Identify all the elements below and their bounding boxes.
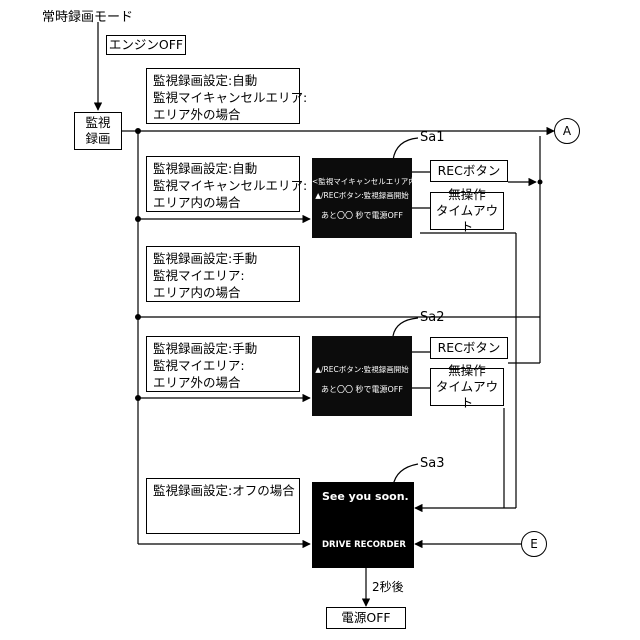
condition-line: 監視録画設定:オフの場合 bbox=[153, 482, 293, 499]
sa3-line: DRIVE RECORDER bbox=[312, 540, 424, 550]
timeout-box-2: 無操作 タイムアウト bbox=[430, 368, 504, 406]
monitor-record-line: 監視 bbox=[85, 115, 110, 131]
connector-label: E bbox=[530, 537, 538, 551]
condition-line: 監視録画設定:自動 bbox=[153, 72, 293, 89]
condition-line: エリア外の場合 bbox=[153, 374, 293, 391]
condition-line: 監視マイキャンセルエリア: bbox=[153, 89, 293, 106]
sa2-callout bbox=[393, 318, 418, 336]
sa3-line: See you soon. bbox=[312, 490, 424, 503]
monitor-record-line: 録画 bbox=[85, 131, 110, 147]
rec-button-label: RECボタン bbox=[438, 163, 501, 179]
condition-line: エリア内の場合 bbox=[153, 194, 293, 211]
rec-button-label: RECボタン bbox=[438, 340, 501, 356]
sa3-label: Sa3 bbox=[420, 456, 445, 471]
sa2-line: ▲/RECボタン:監視録画開始 bbox=[312, 364, 412, 375]
timeout-line: 無操作 bbox=[448, 363, 486, 379]
junction-dot bbox=[538, 180, 543, 185]
sa1-line: ▲/RECボタン:監視録画開始 bbox=[312, 190, 412, 201]
timeout-line: タイムアウト bbox=[431, 203, 503, 235]
sa1-screen: <監視マイキャンセルエリア内> ▲/RECボタン:監視録画開始 あと〇〇 秒で電… bbox=[312, 158, 412, 238]
engine-off-label: エンジンOFF bbox=[109, 37, 183, 53]
condition-line: エリア外の場合 bbox=[153, 106, 293, 123]
connector-a: A bbox=[554, 118, 580, 144]
junction-dot bbox=[135, 395, 141, 401]
condition-line: 監視録画設定:自動 bbox=[153, 160, 293, 177]
timeout-box-1: 無操作 タイムアウト bbox=[430, 192, 504, 230]
condition-auto-inside: 監視録画設定:自動 監視マイキャンセルエリア: エリア内の場合 bbox=[146, 156, 300, 212]
condition-line: エリア内の場合 bbox=[153, 284, 293, 301]
condition-off: 監視録画設定:オフの場合 bbox=[146, 478, 300, 534]
after-2s-label: 2秒後 bbox=[372, 578, 404, 595]
monitor-record-box: 監視 録画 bbox=[74, 112, 122, 150]
condition-line: 監視録画設定:手動 bbox=[153, 340, 293, 357]
mode-title: 常時録画モード bbox=[42, 6, 133, 25]
sa3-screen: See you soon. DRIVE RECORDER bbox=[312, 482, 414, 568]
condition-line: 監視マイエリア: bbox=[153, 357, 293, 374]
rec-button-box-1: RECボタン bbox=[430, 160, 508, 182]
condition-auto-outside: 監視録画設定:自動 監視マイキャンセルエリア: エリア外の場合 bbox=[146, 68, 300, 124]
sa1-label: Sa1 bbox=[420, 130, 445, 145]
sa1-line: <監視マイキャンセルエリア内> bbox=[312, 176, 412, 187]
rec-button-box-2: RECボタン bbox=[430, 337, 508, 359]
connector-e: E bbox=[521, 531, 547, 557]
condition-line: 監視マイキャンセルエリア: bbox=[153, 177, 293, 194]
condition-manual-inside: 監視録画設定:手動 監視マイエリア: エリア内の場合 bbox=[146, 246, 300, 302]
sa2-label: Sa2 bbox=[420, 310, 445, 325]
condition-line: 監視録画設定:手動 bbox=[153, 250, 293, 267]
condition-manual-outside: 監視録画設定:手動 監視マイエリア: エリア外の場合 bbox=[146, 336, 300, 392]
junction-dot bbox=[135, 216, 141, 222]
junction-dot bbox=[135, 314, 141, 320]
sa2-line: あと〇〇 秒で電源OFF bbox=[312, 384, 412, 395]
power-off-box: 電源OFF bbox=[326, 607, 406, 629]
condition-line: 監視マイエリア: bbox=[153, 267, 293, 284]
sa2-screen: ▲/RECボタン:監視録画開始 あと〇〇 秒で電源OFF bbox=[312, 336, 412, 416]
engine-off-box: エンジンOFF bbox=[106, 35, 186, 55]
sa1-line: あと〇〇 秒で電源OFF bbox=[312, 210, 412, 221]
connector-label: A bbox=[563, 124, 571, 138]
timeout-line: 無操作 bbox=[448, 187, 486, 203]
sa1-callout bbox=[393, 138, 418, 160]
timeout-line: タイムアウト bbox=[431, 379, 503, 411]
power-off-label: 電源OFF bbox=[341, 610, 390, 626]
junction-dot bbox=[135, 128, 141, 134]
